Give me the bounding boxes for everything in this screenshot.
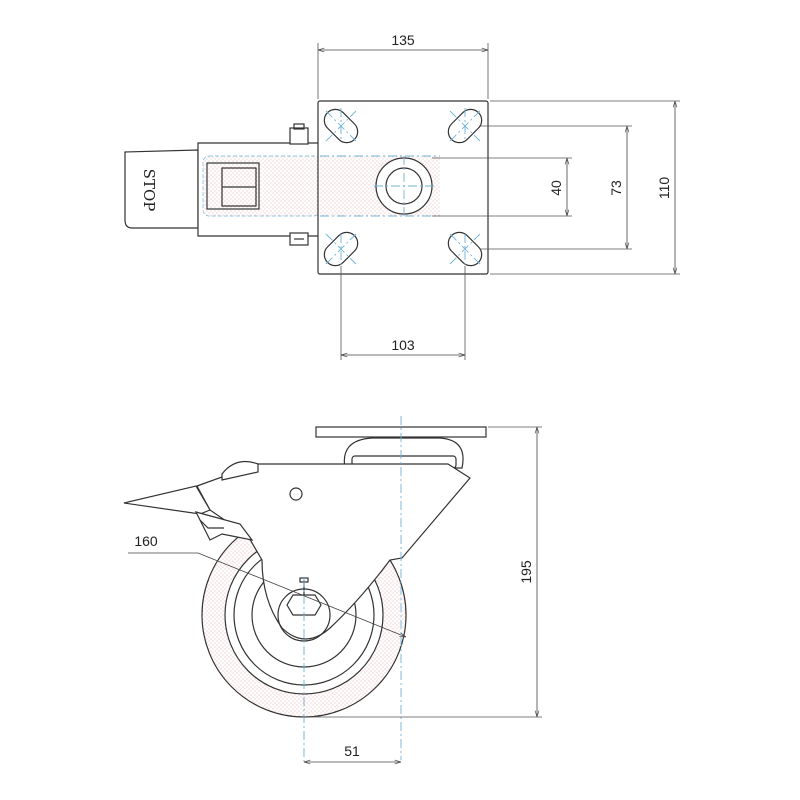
dim-wheel-diameter: 160 (128, 533, 406, 637)
dim-plate-width: 135 (317, 32, 489, 99)
bolt-heads-top (289, 123, 309, 246)
dim-bolt-spacing-y: 73 (480, 125, 632, 250)
dim-overall-height: 195 (304, 426, 542, 718)
brake-pedal-side (123, 461, 259, 541)
dim-offset-label: 51 (344, 743, 360, 759)
brake-stop-label: STOP (140, 169, 158, 212)
dim-plate-width-label: 135 (391, 32, 415, 48)
dim-offset: 51 (304, 743, 401, 762)
dim-stem-hole-label: 40 (548, 180, 564, 196)
fork-rivet (289, 487, 303, 501)
mounting-plate-top (317, 100, 489, 275)
axle-nut (286, 594, 322, 616)
dim-plate-length: 110 (490, 100, 680, 275)
dim-wheel-diameter-label: 160 (134, 533, 158, 549)
dim-bolt-spacing-y-label: 73 (608, 180, 624, 196)
top-view: STOP (124, 32, 680, 360)
dim-stem-hole: 40 (432, 157, 572, 217)
dim-plate-length-label: 110 (656, 177, 672, 200)
fork-body-top (197, 142, 321, 237)
dim-overall-height-label: 195 (518, 560, 534, 584)
dim-bolt-spacing-x: 103 (340, 266, 466, 360)
dim-bolt-spacing-x-label: 103 (391, 337, 415, 353)
brake-pedal-top: STOP (124, 149, 199, 229)
fork-side (196, 463, 471, 640)
side-view: 195 160 51 (123, 416, 542, 764)
